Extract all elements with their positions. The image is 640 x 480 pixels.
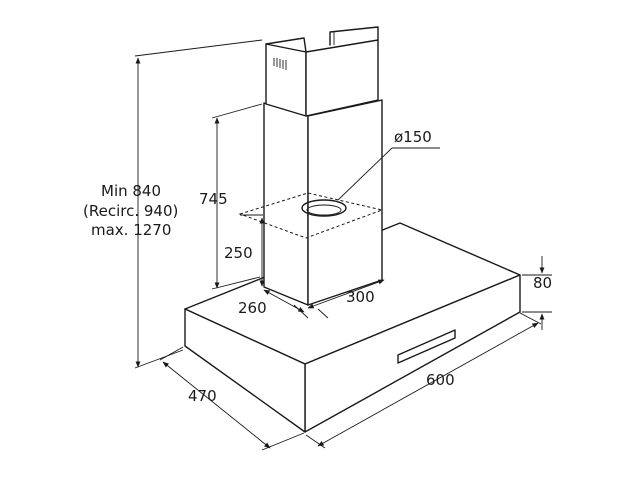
label-total-min: Min 840 (101, 182, 161, 200)
vent-grille-icon (273, 58, 287, 70)
label-outlet-diameter: ø150 (394, 128, 432, 146)
outlet-ring (301, 199, 347, 217)
chimney-upper-right-face (305, 39, 379, 117)
label-chimney-width: 300 (346, 288, 375, 306)
label-total-recirc: (Recirc. 940) (83, 202, 178, 220)
label-total-max: max. 1270 (91, 221, 171, 239)
label-hood-width: 600 (426, 371, 455, 389)
chimney (238, 26, 384, 306)
label-chimney-depth: 260 (238, 299, 267, 317)
chimney-upper-left-face (265, 43, 307, 117)
label-hood-thickness: 80 (533, 274, 552, 292)
dimension-lines (134, 39, 552, 451)
chimney-lower-left-face (263, 102, 309, 306)
dimension-labels: Min 840 (Recirc. 940) max. 1270 745 250 … (83, 128, 552, 405)
label-chimney-lower: 250 (224, 244, 253, 262)
label-chimney-height: 745 (199, 190, 228, 208)
label-hood-depth: 470 (188, 387, 217, 405)
chimney-lower-right-face (307, 99, 383, 306)
